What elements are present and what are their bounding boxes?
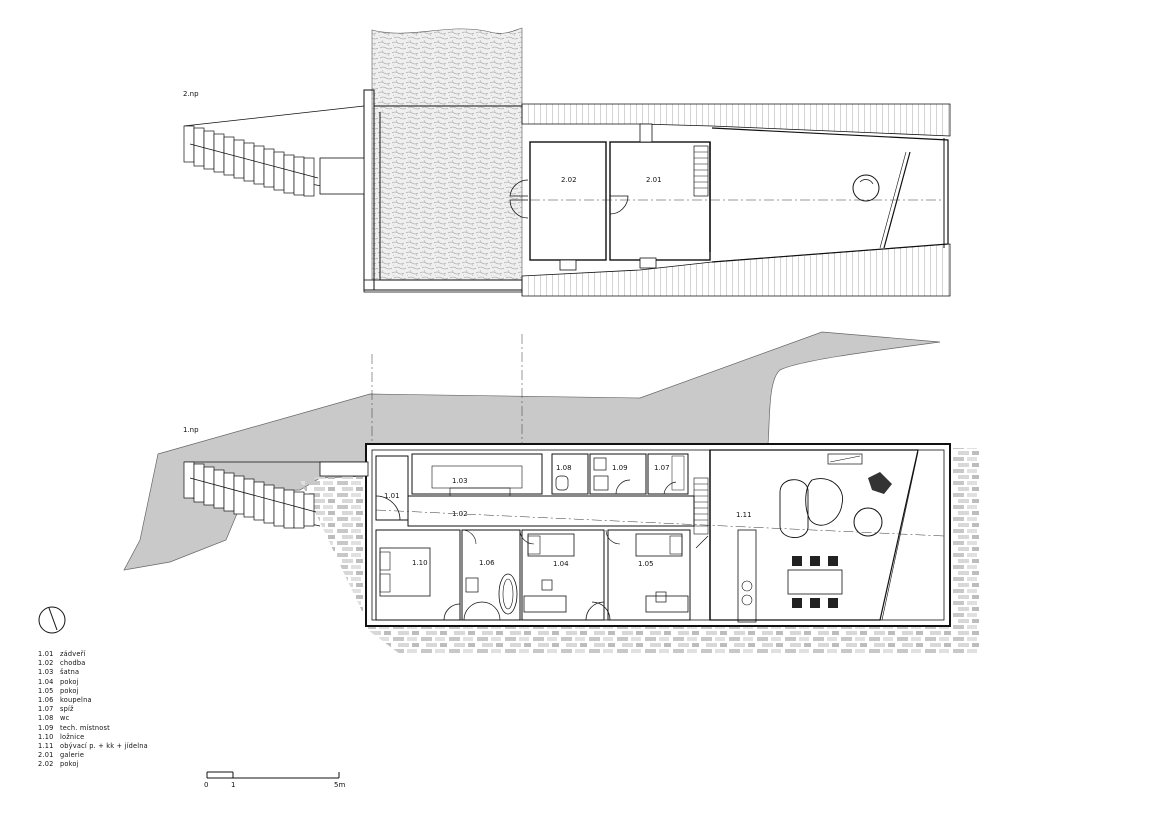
gallery-outline — [711, 127, 949, 263]
chimney-top — [639, 123, 653, 143]
armchair-lower — [853, 507, 883, 537]
north-arrow-icon — [38, 606, 66, 634]
room-label-1-07: 1.07 — [654, 464, 670, 472]
rug — [805, 478, 844, 526]
floor-label-1np: 1.np — [183, 426, 199, 434]
scale-label-1: 1 — [231, 781, 236, 789]
room-label-1-03: 1.03 — [452, 477, 468, 485]
room-label-1-10: 1.10 — [412, 559, 428, 567]
section-line-lower — [375, 509, 945, 537]
stair-upper — [693, 145, 709, 197]
room-1-08 — [551, 453, 589, 495]
roof-bottom — [521, 243, 951, 297]
scale-label-0: 0 — [204, 781, 209, 789]
room-label-2-01: 2.01 — [646, 176, 662, 184]
plant — [868, 472, 892, 494]
room-label-1-06: 1.06 — [479, 559, 495, 567]
door-2-02-b — [509, 199, 529, 219]
armchair-upper — [852, 174, 880, 202]
paving — [300, 448, 980, 654]
room-1-09 — [589, 453, 647, 495]
scale-bar — [206, 771, 340, 779]
bed-icon — [379, 547, 431, 597]
external-stair-upper — [183, 105, 365, 197]
chimney-b — [639, 257, 657, 269]
door-2-02 — [509, 179, 529, 197]
room-1-07 — [647, 453, 689, 495]
room-label-1-05: 1.05 — [638, 560, 654, 568]
room-label-1-01: 1.01 — [384, 492, 400, 500]
room-1-05 — [607, 529, 691, 621]
chimney-a — [559, 259, 577, 271]
room-1-04 — [521, 529, 605, 621]
room-1-06 — [461, 529, 521, 621]
scale-label-5m: 5m — [334, 781, 346, 789]
external-stair-lower — [183, 461, 369, 529]
room-label-1-02: 1.02 — [452, 510, 468, 518]
ground-floor-shell — [365, 443, 951, 627]
room-label-1-08: 1.08 — [556, 464, 572, 472]
room-label-1-09: 1.09 — [612, 464, 628, 472]
room-1-10 — [375, 529, 461, 621]
roof-top — [521, 103, 951, 137]
stone-wall-upper — [371, 27, 523, 281]
bathtub-icon — [498, 573, 518, 615]
stair-lower — [693, 477, 709, 535]
door-2-01 — [609, 195, 629, 215]
room-2-01 — [609, 141, 711, 261]
room-label-1-04: 1.04 — [553, 560, 569, 568]
room-label-2-02: 2.02 — [561, 176, 577, 184]
floor-label-2np: 2.np — [183, 90, 199, 98]
room-1-03 — [411, 453, 543, 495]
kitchen-island — [737, 529, 757, 623]
room-2-02 — [529, 141, 607, 261]
dining-table — [787, 569, 843, 595]
sofa — [779, 479, 809, 538]
room-1-11 — [709, 449, 919, 621]
room-label-1-11: 1.11 — [736, 511, 752, 519]
toilet-icon — [555, 475, 569, 491]
stair-upper-treads — [694, 151, 708, 189]
